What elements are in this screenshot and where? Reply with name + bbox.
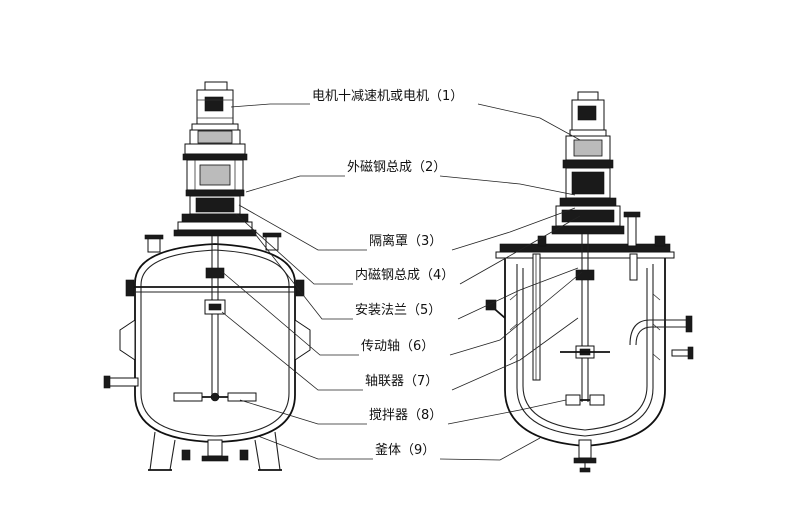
callout-labels: 电机十减速机或电机（1） 外磁钢总成（2） 隔离罩（3） 内磁钢总成（4） 安装… — [312, 89, 463, 458]
left-motor — [191, 81, 239, 131]
leader-line-3-right — [451, 207, 576, 251]
leader-line-7-left — [221, 311, 363, 391]
right-motor — [551, 91, 625, 235]
leader-line-6-left — [219, 269, 359, 356]
left-reactor-drawing — [103, 81, 311, 471]
right-shaft — [560, 234, 610, 406]
left-shaft — [173, 236, 257, 402]
leader-line-5-left — [251, 229, 353, 320]
left-reducer — [173, 129, 257, 237]
callout-label-4: 内磁钢总成（4） — [355, 267, 454, 283]
leader-line-4-left — [235, 213, 353, 285]
leader-line-5-right — [457, 267, 579, 320]
leader-line-9-left — [257, 435, 373, 460]
leader-line-4-right — [459, 215, 581, 285]
callout-label-5: 安装法兰（5） — [355, 303, 441, 318]
right-vessel — [485, 211, 694, 473]
callout-label-1: 电机十减速机或电机（1） — [312, 89, 463, 104]
leader-line-8-right — [447, 399, 567, 425]
leader-line-6-right — [449, 271, 583, 356]
callout-label-7: 轴联器（7） — [365, 374, 438, 389]
callout-label-6: 传动轴（6） — [361, 339, 434, 354]
right-reactor-drawing — [485, 91, 694, 473]
leader-line-2-right — [439, 175, 576, 196]
leader-line-1-left — [230, 103, 310, 108]
left-vessel — [103, 232, 311, 471]
callout-label-2: 外磁钢总成（2） — [347, 160, 446, 175]
callout-label-8: 搅拌器（8） — [369, 407, 442, 423]
leader-line-2-left — [245, 175, 345, 193]
leader-line-1-right — [477, 103, 581, 141]
leader-line-9-right — [439, 437, 541, 461]
leader-line-3-left — [238, 204, 367, 251]
callout-label-9: 釜体（9） — [375, 443, 435, 458]
callout-label-3: 隔离罩（3） — [369, 233, 442, 249]
leader-lines — [219, 103, 583, 461]
leader-line-7-right — [451, 317, 579, 391]
leader-line-8-left — [239, 399, 367, 425]
